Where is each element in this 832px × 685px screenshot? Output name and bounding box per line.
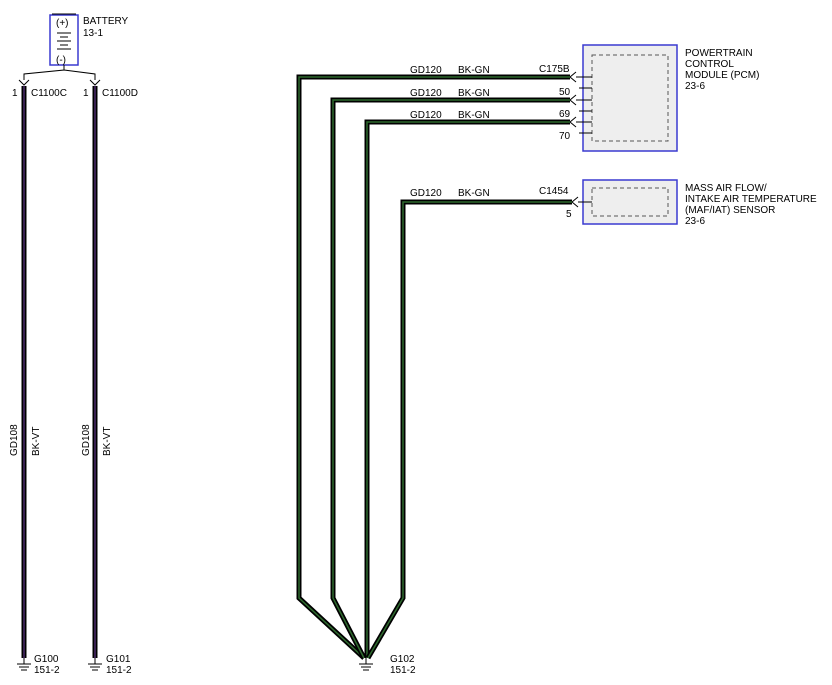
pcm-pin-50: 50 xyxy=(559,87,571,98)
ground-icon xyxy=(88,658,102,671)
connector-c1100c-symbol xyxy=(18,79,30,86)
pcm-name-line2: CONTROL xyxy=(685,59,734,70)
left-wire-2-color: BK-VT xyxy=(102,427,113,456)
wire-gd120-pcm-3-inner xyxy=(366,121,570,658)
battery-name: BATTERY xyxy=(83,16,129,27)
wire-gd120-maf-inner xyxy=(367,201,572,659)
maf-wire-circuit: GD120 xyxy=(410,188,442,199)
pcm-module-inner xyxy=(591,54,669,142)
ground-g100-ref: 151-2 xyxy=(34,665,60,676)
left-wire-1-color: BK-VT xyxy=(31,427,42,456)
battery-ref: 13-1 xyxy=(83,28,103,39)
maf-connector: C1454 xyxy=(539,186,569,197)
left-wire-1-pin: 1 xyxy=(12,88,18,99)
wire-gd120-pcm-1-outer xyxy=(296,74,570,660)
pcm-pin-69: 69 xyxy=(559,109,571,120)
battery-negative-split xyxy=(23,65,96,80)
left-wire-1-circuit: GD108 xyxy=(9,424,20,456)
battery-pos-label: (+) xyxy=(56,18,69,29)
wire-gd120-maf-outer xyxy=(365,199,572,660)
pcm-name-line1: POWERTRAIN xyxy=(685,48,753,59)
pcm-wire-1-circuit: GD120 xyxy=(410,65,442,76)
ground-g102-ref: 151-2 xyxy=(390,665,416,676)
pcm-wire-1-color: BK-GN xyxy=(458,65,490,76)
pcm-wire-3-color: BK-GN xyxy=(458,110,490,121)
battery-neg-label: (-) xyxy=(56,55,66,66)
maf-pin-5: 5 xyxy=(566,209,572,220)
pcm-pin-70: 70 xyxy=(559,131,571,142)
pcm-connector-symbols xyxy=(569,71,592,134)
ground-g101-ref: 151-2 xyxy=(106,665,132,676)
pcm-ref: 23-6 xyxy=(685,81,705,92)
wires-gd120 xyxy=(296,74,572,660)
pcm-name-line3: MODULE (PCM) xyxy=(685,70,759,81)
pcm-wire-2-color: BK-GN xyxy=(458,88,490,99)
left-wire-1-connector: C1100C xyxy=(31,88,67,99)
maf-name-line1: MASS AIR FLOW/ xyxy=(685,183,767,194)
wire-gd120-pcm-1-inner xyxy=(298,76,570,659)
maf-name-line2: INTAKE AIR TEMPERATURE xyxy=(685,194,817,205)
left-wire-2-circuit: GD108 xyxy=(81,424,92,456)
maf-wire-color: BK-GN xyxy=(458,188,490,199)
connector-c1100d-symbol xyxy=(89,79,101,86)
ground-icon xyxy=(17,658,31,671)
maf-name-line3: (MAF/IAT) SENSOR xyxy=(685,205,775,216)
ground-g102-name: G102 xyxy=(390,654,415,665)
left-wire-2-pin: 1 xyxy=(83,88,89,99)
ground-g101-name: G101 xyxy=(106,654,131,665)
maf-ref: 23-6 xyxy=(685,216,705,227)
wire-gd120-pcm-2-inner xyxy=(332,99,570,659)
pcm-wire-3-circuit: GD120 xyxy=(410,110,442,121)
pcm-connector: C175B xyxy=(539,64,570,75)
pcm-wire-2-circuit: GD120 xyxy=(410,88,442,99)
maf-sensor-inner xyxy=(591,187,669,217)
battery-symbol: (+) (-) xyxy=(49,13,79,66)
left-wire-2-connector: C1100D xyxy=(102,88,138,99)
ground-icon xyxy=(359,658,373,671)
ground-g100-name: G100 xyxy=(34,654,59,665)
